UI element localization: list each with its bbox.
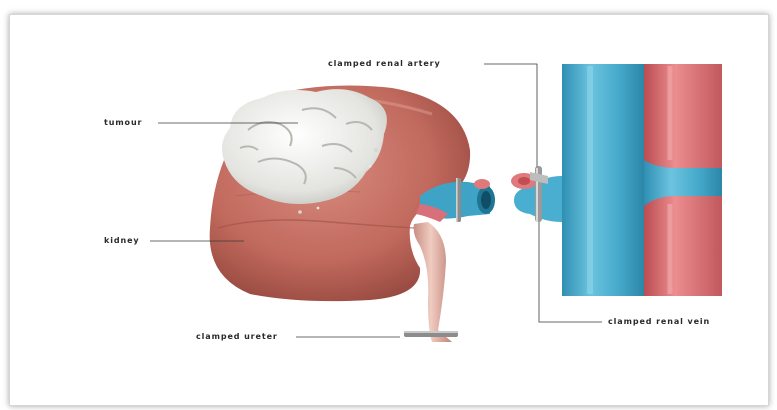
label-kidney: kidney xyxy=(104,236,140,246)
aorta xyxy=(644,64,722,296)
vena-cava xyxy=(562,64,644,296)
label-clamped-renal-vein: clamped renal vein xyxy=(608,317,710,327)
artery-leader xyxy=(484,64,537,168)
label-clamped-renal-artery: clamped renal artery xyxy=(328,59,441,69)
label-tumour: tumour xyxy=(104,118,142,128)
label-clamped-ureter: clamped ureter xyxy=(196,332,278,342)
